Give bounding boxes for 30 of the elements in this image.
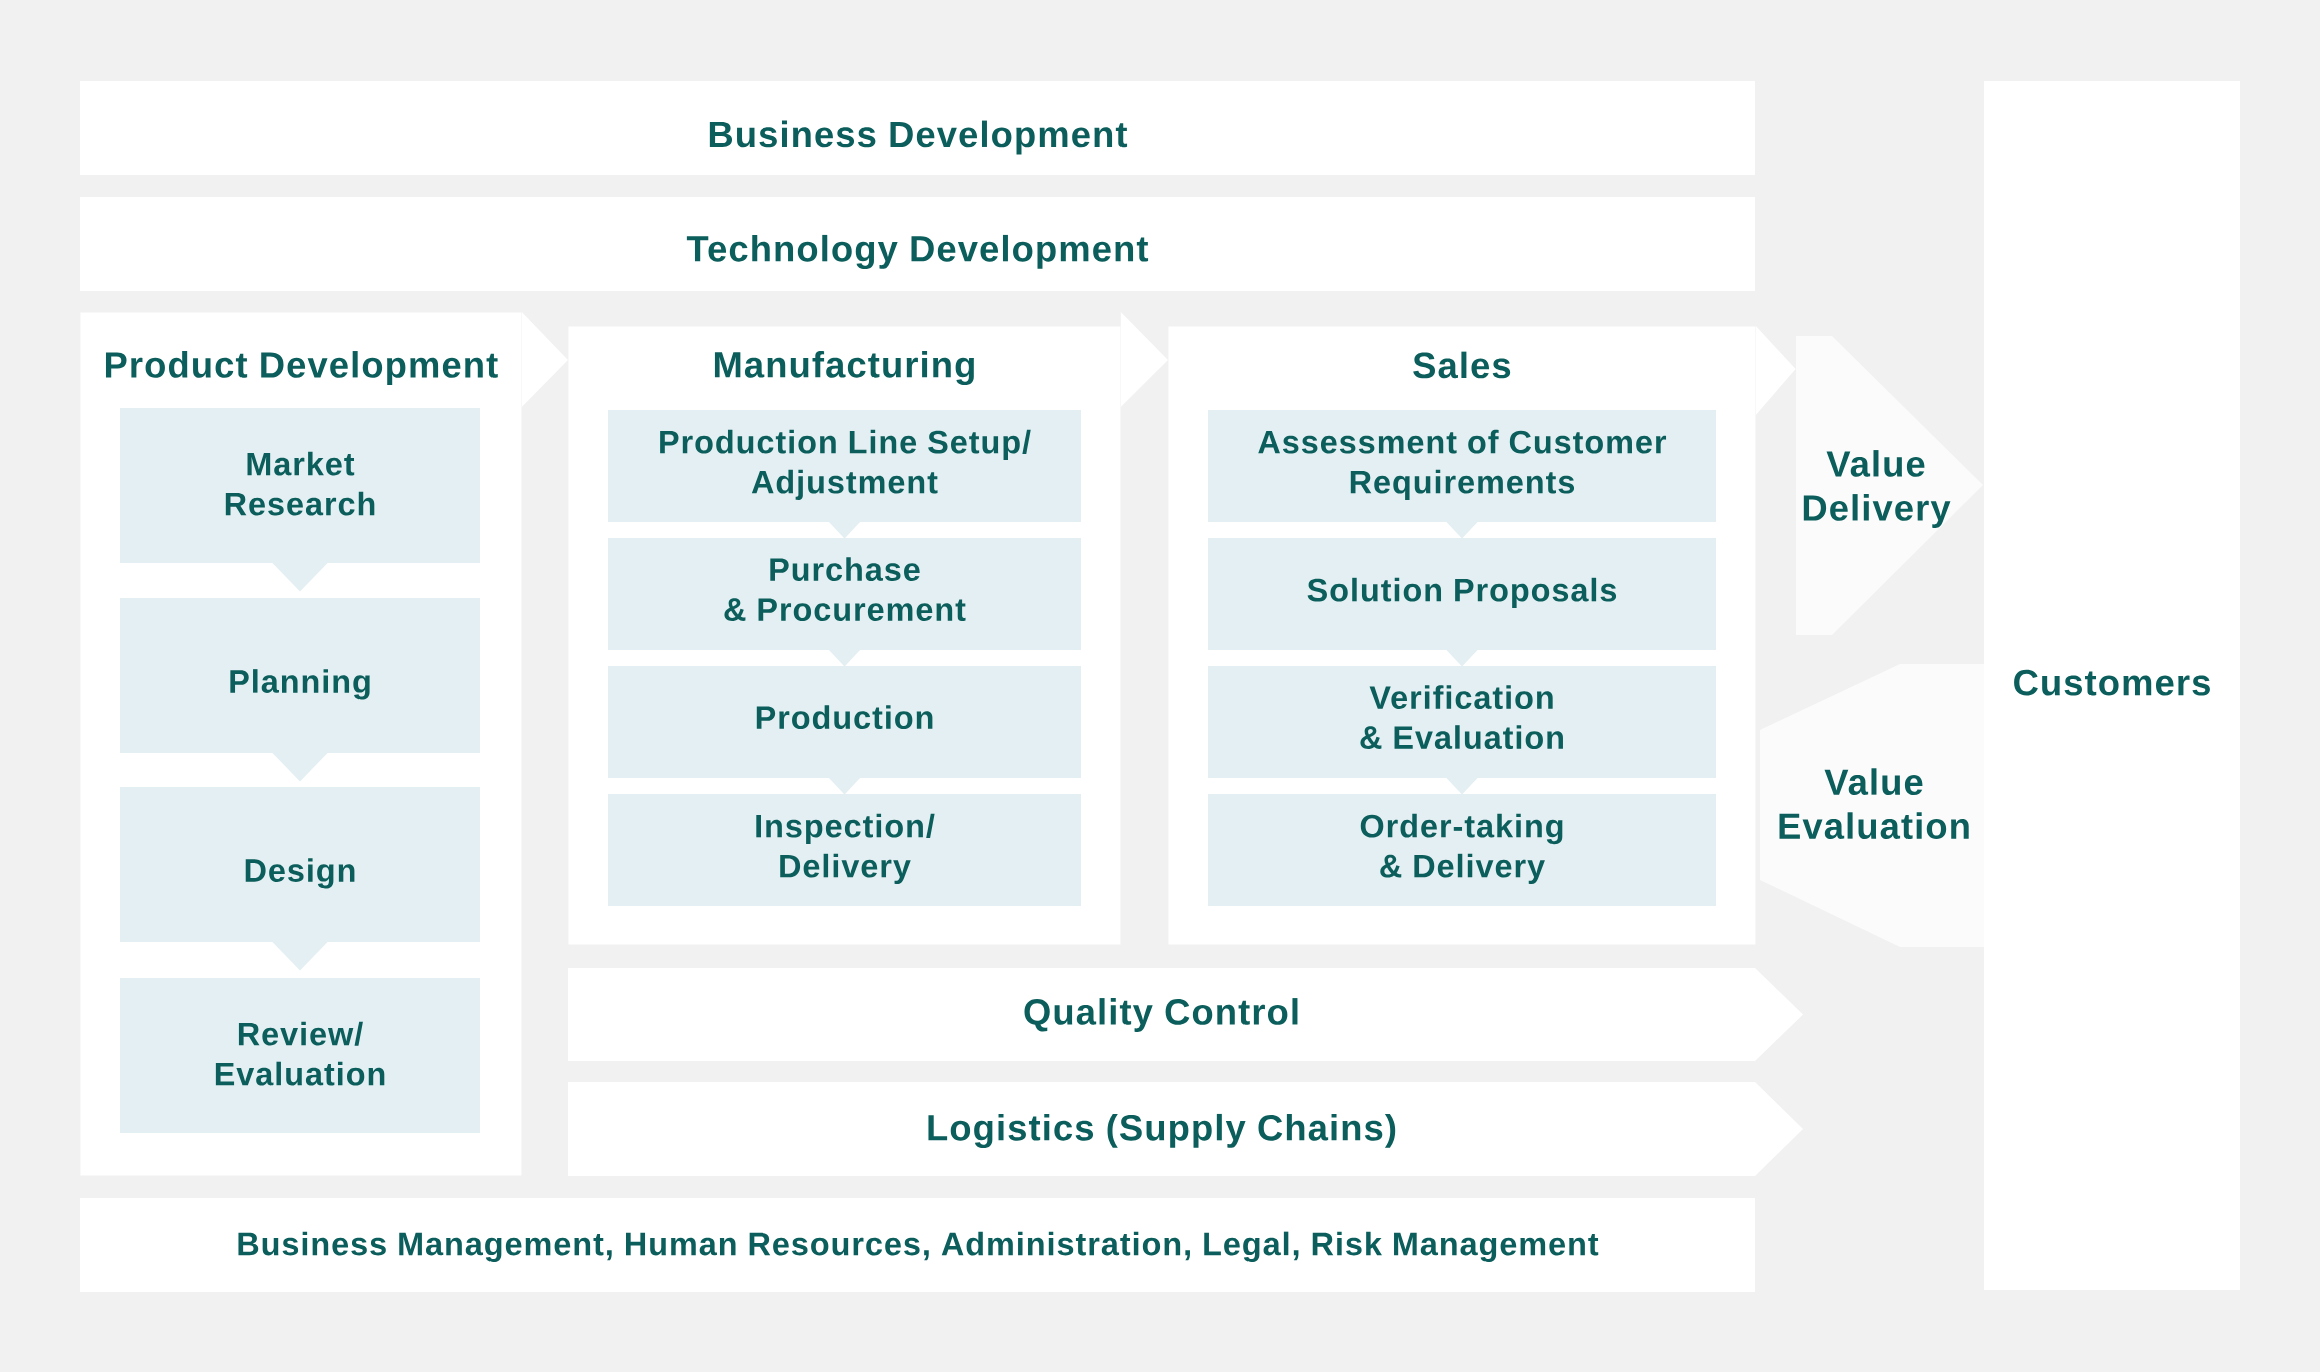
step-box: Planning — [120, 598, 480, 753]
arrow-head — [1446, 649, 1478, 667]
side-panel: Customers — [1984, 81, 2240, 1290]
arrow-head — [1446, 777, 1478, 795]
arrow-head — [272, 562, 328, 592]
step-box: Market Research — [120, 408, 480, 563]
pointed-panel: Value Delivery — [1796, 336, 1983, 635]
band: Business Management, Human Resources, Administration, Legal, Risk Management — [80, 1198, 1755, 1292]
step-box: Design — [120, 787, 480, 942]
arrow-head — [272, 752, 328, 782]
step-box: Assessment of Customer Requirements — [1208, 410, 1716, 522]
step-box: Verification & Evaluation — [1208, 666, 1716, 778]
arrow-head — [828, 777, 861, 795]
step-box: Inspection/ Delivery — [608, 794, 1081, 906]
node-label: Value Evaluation — [1779, 768, 1969, 839]
arrow-head — [828, 649, 861, 667]
step-box: Production — [608, 666, 1081, 778]
step-box: Production Line Setup/ Adjustment — [608, 410, 1081, 522]
arrow-head — [828, 521, 861, 539]
pointed-panel: Value Evaluation — [1760, 664, 1984, 947]
arrow-band: Quality Control — [568, 968, 1803, 1061]
step-box: Purchase & Procurement — [608, 538, 1081, 650]
step-box: Solution Proposals — [1208, 538, 1716, 650]
arrow-head — [272, 941, 328, 971]
step-box: Review/ Evaluation — [120, 978, 480, 1133]
band: Technology Development — [80, 197, 1755, 291]
arrow-head — [1446, 521, 1478, 539]
band: Business Development — [80, 81, 1755, 175]
step-box: Order-taking & Delivery — [1208, 794, 1716, 906]
arrow-band: Logistics (Supply Chains) — [568, 1082, 1803, 1176]
